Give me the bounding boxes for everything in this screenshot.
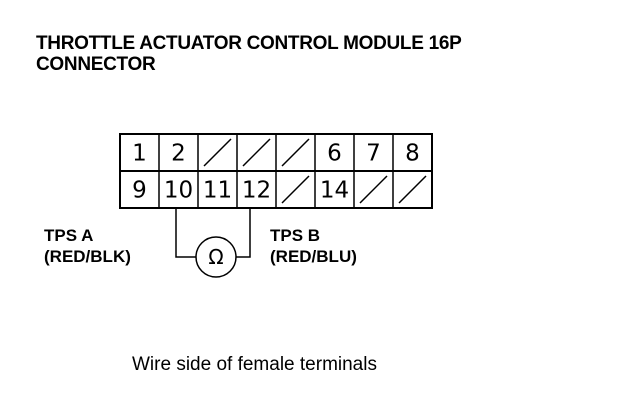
terminal-8: 8 (405, 141, 420, 167)
probe-wires (175, 208, 251, 258)
tps-a-label: TPS A (44, 226, 93, 245)
terminal-10: 10 (164, 178, 193, 204)
title-line-2: CONNECTOR (36, 54, 156, 75)
tps-a-wire-color: (RED/BLK) (44, 247, 131, 266)
ohmmeter-circle (195, 236, 237, 278)
ohmmeter-icon: Ω (195, 236, 237, 278)
empty-terminal-slash (242, 138, 271, 167)
empty-terminal-slash (281, 175, 310, 204)
terminal-14: 14 (320, 178, 349, 204)
terminal-6: 6 (327, 141, 342, 167)
terminal-9: 9 (132, 178, 147, 204)
diagram-title: THROTTLE ACTUATOR CONTROL MODULE 16P CON… (36, 33, 462, 75)
terminal-2: 2 (171, 141, 186, 167)
empty-terminal-slash (281, 138, 310, 167)
terminal-7: 7 (366, 141, 381, 167)
caption: Wire side of female terminals (132, 354, 377, 375)
tps-b-label: TPS B (270, 226, 320, 245)
tps-b-wire-color: (RED/BLU) (270, 247, 357, 266)
terminal-1: 1 (132, 141, 147, 167)
empty-terminal-slash (398, 175, 427, 204)
terminal-12: 12 (242, 178, 271, 204)
ohm-symbol: Ω (208, 245, 223, 269)
title-line-1: THROTTLE ACTUATOR CONTROL MODULE 16P (36, 33, 462, 54)
empty-terminal-slash (203, 138, 232, 167)
empty-terminal-slash (359, 175, 388, 204)
probe-wire-right (236, 208, 251, 258)
probe-wire-left (175, 208, 196, 258)
terminal-11: 11 (203, 178, 232, 204)
